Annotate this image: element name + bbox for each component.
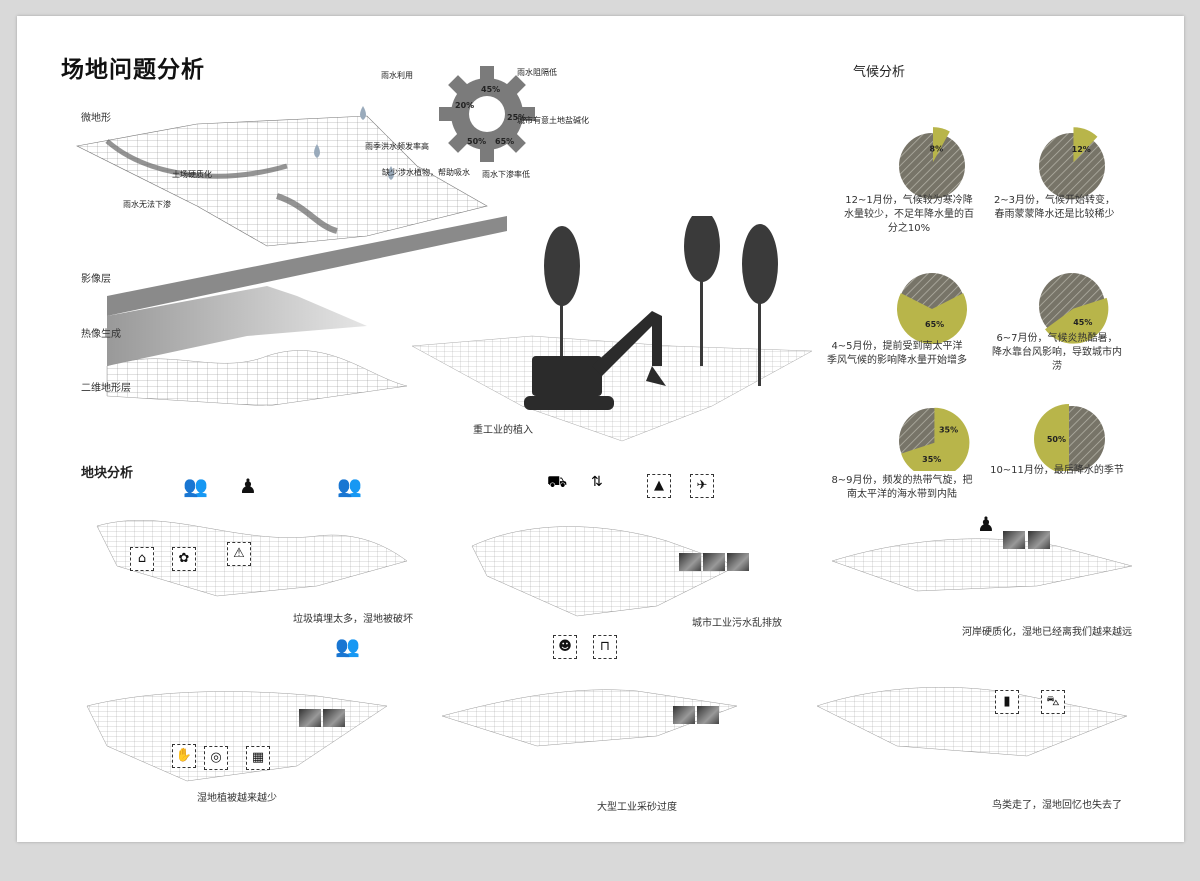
plot-caption-5: 大型工业采砂过度 [597, 802, 677, 813]
photo-thumb [679, 553, 701, 571]
building-icon: ▦ [246, 746, 270, 770]
worker-icon: ☻ [553, 635, 577, 659]
climate-pie-charts: 8% 12% 65% 45% 35% 35% 50% [897, 127, 1109, 471]
climate-caption-3: 4~5月份，提前受到南太平洋季风气候的影响降水量开始增多 [827, 341, 967, 366]
climate-caption-4: 6~7月份，气候炎热酷暑，降水靠台风影响，导致城市内涝 [992, 333, 1122, 372]
gear-value-25: 25% [507, 113, 526, 122]
climate-pie-slice [901, 407, 970, 471]
plot-caption-6: 鸟类走了，湿地回忆也失去了 [992, 800, 1122, 811]
terrain-meshes [86, 520, 1133, 782]
plane-icon: ✈ [690, 474, 714, 498]
heat-map-layer [107, 286, 367, 366]
photo-thumb [703, 553, 725, 571]
gear-value-65: 65% [495, 137, 514, 146]
label-micro-terrain: 微地形 [81, 113, 111, 124]
climate-pie-label: 35% [922, 455, 941, 464]
gear-value-45: 45% [481, 85, 500, 94]
label-terrain-2d: 二维地形层 [81, 383, 131, 394]
climate-pie-slice [1073, 127, 1098, 163]
person-icon: ♟ [977, 512, 995, 536]
climate-caption-2: 2~3月份，气候开始转变，春雨蒙蒙降水还是比较稀少 [993, 195, 1116, 220]
gear-label-infiltration-low: 雨水下渗率低 [482, 170, 530, 179]
gear-label-lack-plants: 缺少涉水植物，帮助吸水 [382, 168, 470, 177]
climate-pie-base [899, 133, 965, 199]
gear-value-50: 50% [467, 137, 486, 146]
climate-pie-label: 12% [1072, 145, 1091, 154]
terrain-2d-mesh [106, 350, 408, 406]
climate-pie-label: 8% [930, 144, 944, 153]
climate-pie-slice [1034, 404, 1069, 471]
gear-label-city-salinization: 城市有意土地盐碱化 [517, 116, 589, 125]
gear-value-20: 20% [455, 101, 474, 110]
gear-diagram: 45% 25% 65% 50% 20% [439, 66, 535, 162]
climate-title: 气候分析 [853, 65, 906, 80]
person-pair-icon: 👥 [183, 474, 208, 498]
plot-caption-4: 湿地植被越来越少 [197, 793, 277, 804]
vehicle-icon: ⛍ [1041, 690, 1065, 714]
arrows-icon: ⇅ [591, 474, 603, 490]
house-icon: ⌂ [130, 547, 154, 571]
climate-pie-label: 35% [939, 425, 958, 434]
climate-pie-label: 65% [925, 320, 944, 329]
climate-pie-slice [897, 293, 967, 344]
climate-caption-1: 12~1月份，气候较为寒冷降水量较少，不足年降水量的百分之10% [844, 195, 974, 234]
plot-caption-2: 城市工业污水乱排放 [692, 618, 782, 629]
photo-thumb [299, 709, 321, 727]
gear-label-rain-block: 雨水阻隔低 [517, 68, 557, 77]
person-pair-icon: 👥 [337, 474, 362, 498]
crane-icon: ⊓ [593, 635, 617, 659]
climate-caption-5: 8~9月份，频发的热带气旋，把南太平洋的海水带到内陆 [831, 475, 973, 500]
label-heat-map: 热像生成 [81, 329, 121, 340]
person-icon: ♟ [239, 474, 257, 498]
industry-caption: 重工业的植入 [473, 425, 533, 436]
plot-caption-1: 垃圾填埋太多，湿地被破坏 [293, 614, 413, 625]
image-layer-slab [107, 216, 507, 316]
climate-pie-label: 50% [1047, 435, 1066, 444]
person-pair-icon: 👥 [335, 634, 360, 658]
plots-title: 地块分析 [81, 466, 134, 481]
gear-label-rain-use: 雨水利用 [381, 71, 413, 80]
climate-caption-6: 10~11月份，最后降水的季节 [990, 465, 1124, 476]
layered-terrain-diagram [76, 106, 507, 406]
micro-terrain-mesh [76, 115, 488, 247]
photo-thumb [727, 553, 749, 571]
gear-label-flood-frequency: 雨季洪水频发率高 [365, 142, 429, 151]
climate-pie-base [1039, 133, 1105, 199]
photo-thumb [673, 706, 695, 724]
hand-plant-icon: ✋ [172, 744, 196, 768]
label-image-layer: 影像层 [81, 274, 111, 285]
heavy-industry-illustration [412, 216, 812, 442]
climate-pie-slice [1045, 297, 1109, 344]
label-soil-hardening: 土场硬质化 [172, 170, 212, 179]
climate-pie-slice [932, 127, 950, 163]
disc-icon: ◎ [204, 746, 228, 770]
page-title: 场地问题分析 [61, 57, 205, 83]
tree-icon: ✿ [172, 547, 196, 571]
photo-thumb [1028, 531, 1050, 549]
photo-thumb [323, 709, 345, 727]
plot-caption-3: 河岸硬质化，湿地已经离我们越来越远 [962, 627, 1132, 638]
photo-thumb [697, 706, 719, 724]
photo-thumb [1003, 531, 1025, 549]
tower-icon: ▲ [647, 474, 671, 498]
poster-sheet: 场地问题分析 微地形 土场硬质化 雨水无法下渗 影像层 热像生成 二维地形层 [17, 16, 1184, 842]
label-rain-no-infiltrate: 雨水无法下渗 [123, 200, 171, 209]
chart-icon: ▮ [995, 690, 1019, 714]
warning-icon: ⚠ [227, 542, 251, 566]
climate-pie-label: 45% [1073, 318, 1092, 327]
car-person-icon: ⛟ [547, 472, 568, 491]
